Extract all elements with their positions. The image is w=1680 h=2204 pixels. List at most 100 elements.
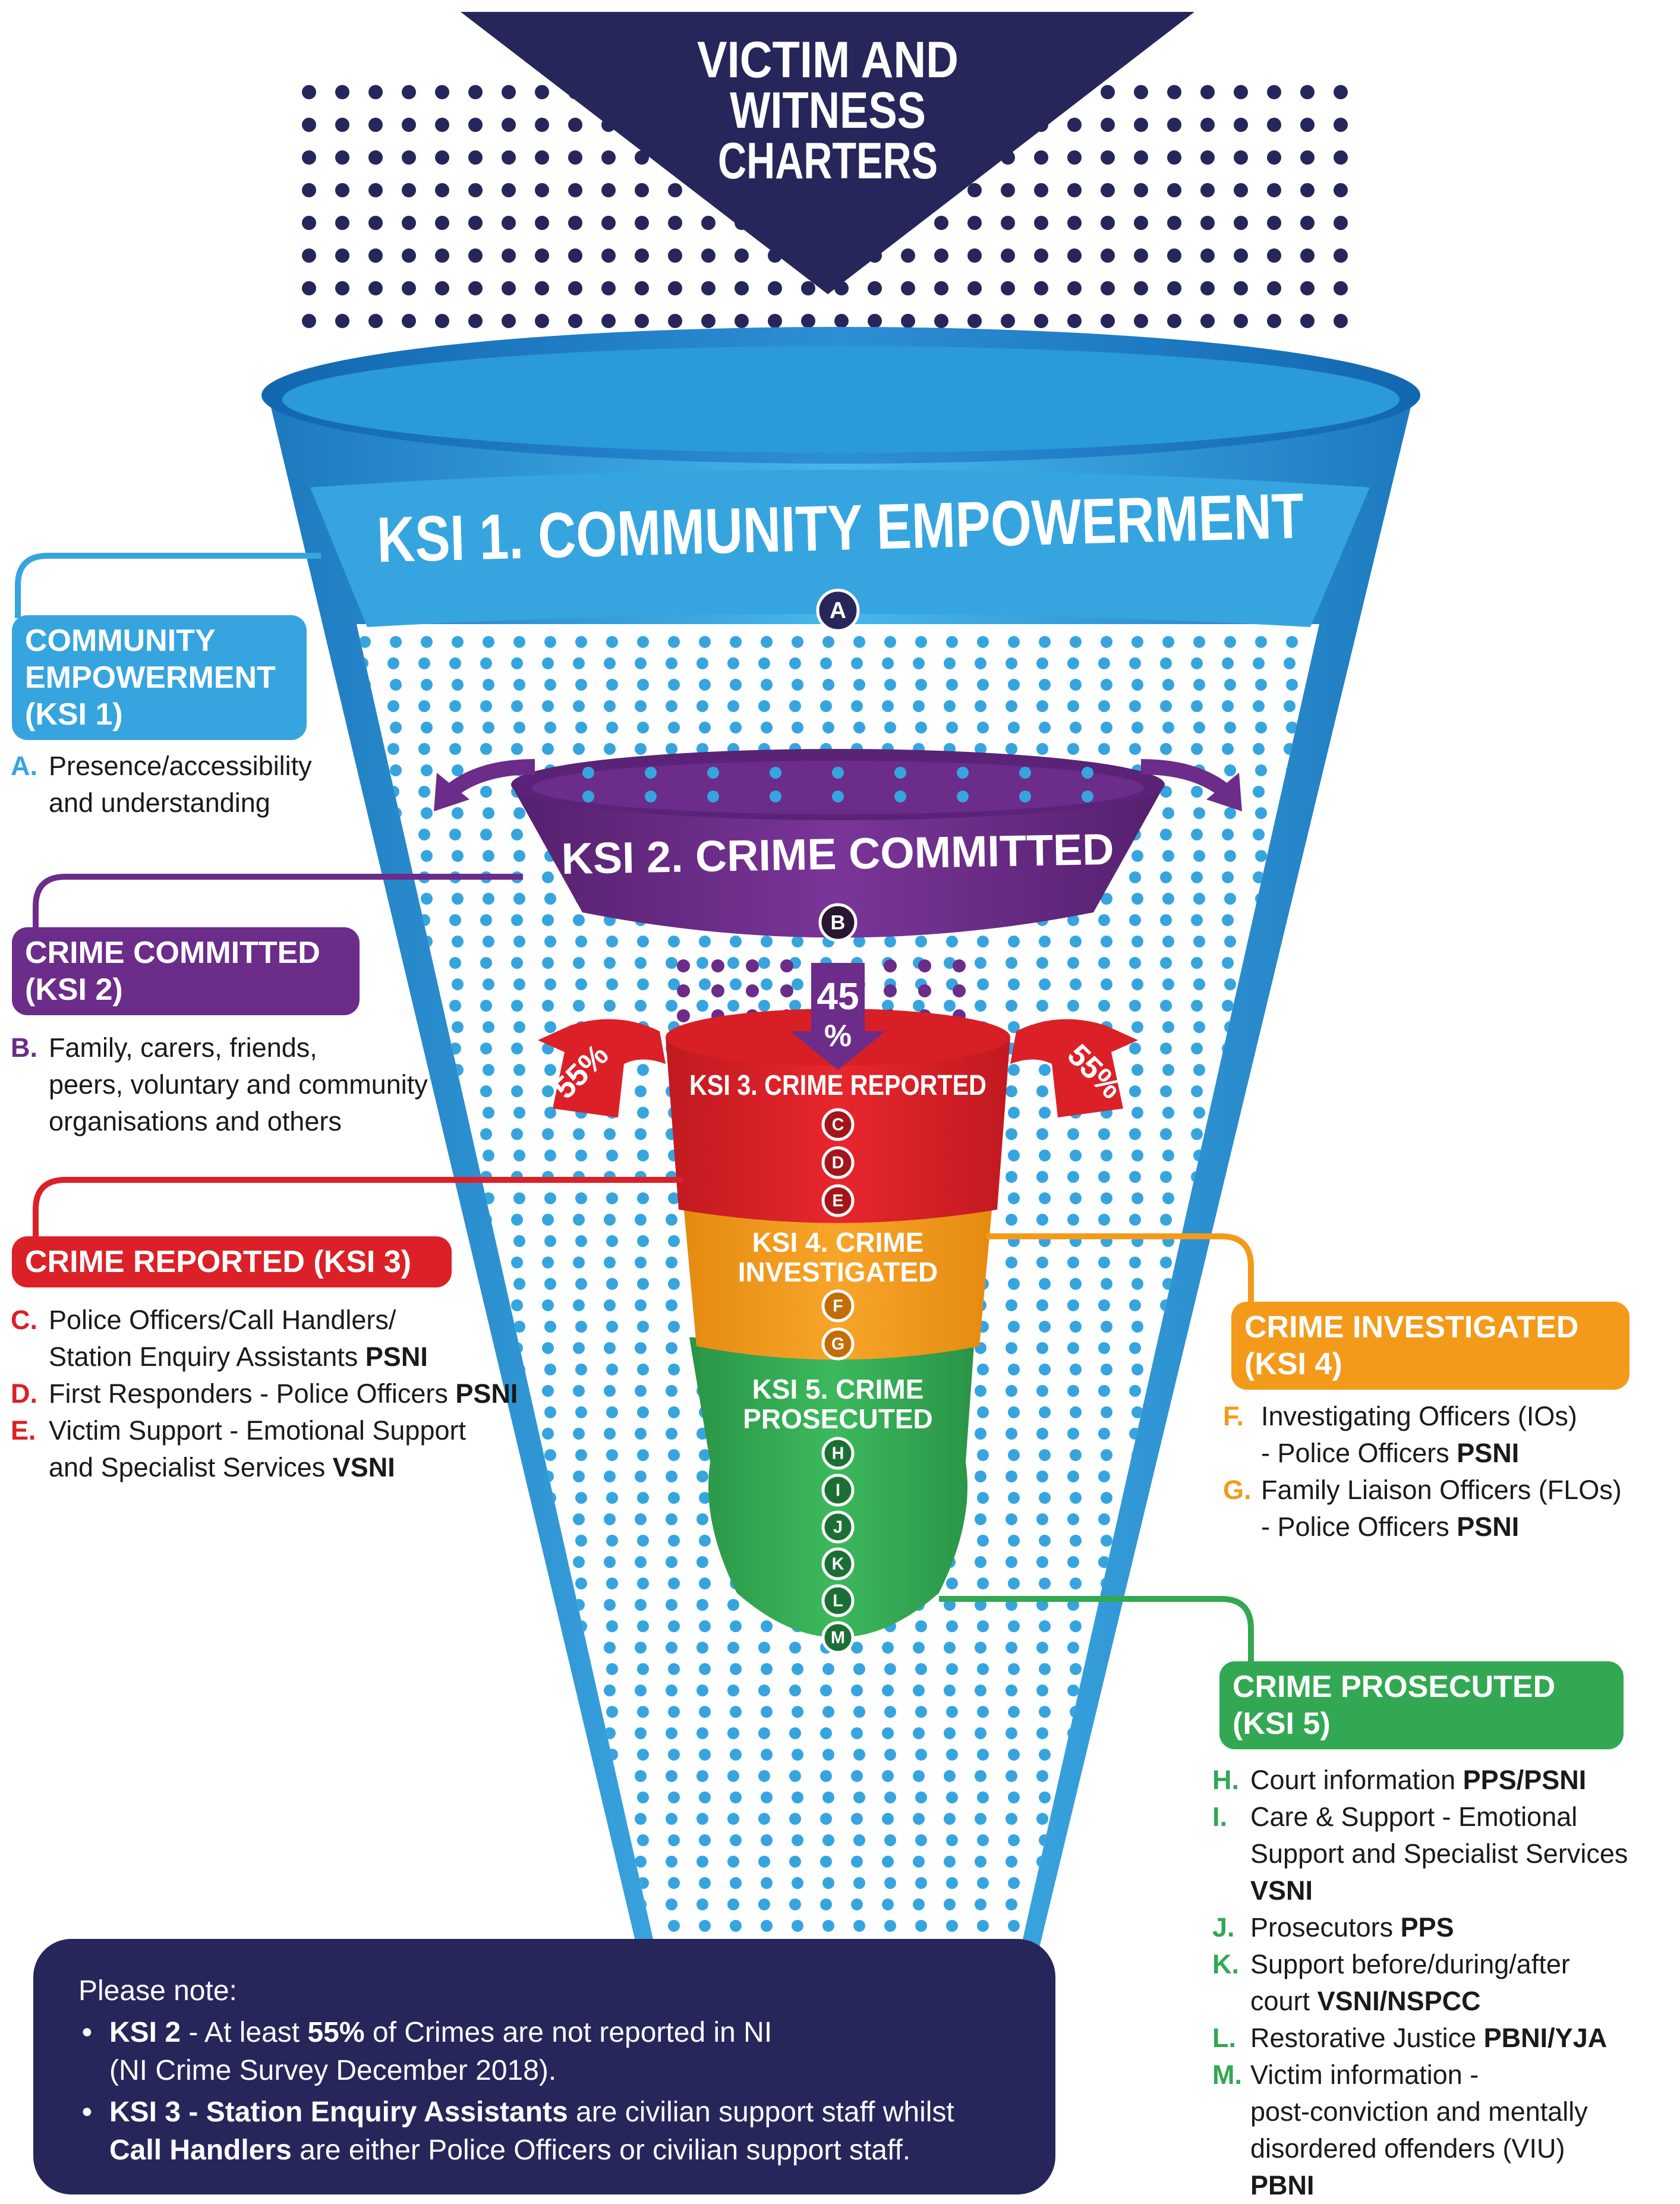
interior-dot [1193,1406,1205,1418]
interior-dot [421,850,433,862]
interior-dot [635,1727,647,1739]
navy-dot [1200,281,1215,295]
interior-dot [668,936,680,947]
interior-dot [1224,850,1236,862]
interior-dot [418,829,430,840]
interior-dot [668,1278,680,1290]
navy-dot [668,281,682,295]
interior-dot [511,1642,523,1654]
interior-dot [975,1385,986,1397]
interior-dot [513,679,525,691]
interior-dot [975,1556,986,1568]
interior-dot [915,1920,927,1932]
ksi1-heading-line: EMPOWERMENT [25,660,276,695]
interior-dot [513,1877,525,1889]
interior-dot [946,1791,958,1803]
navy-dot [1067,150,1082,165]
interior-dot [884,936,896,947]
interior-dot [544,1834,556,1846]
interior-dot [511,1727,523,1739]
interior-dot [452,1492,464,1504]
interior-dot [1070,722,1082,733]
interior-dot [1284,957,1296,969]
interior-dot [696,1898,708,1910]
navy-dot [1234,150,1248,165]
interior-dot [1286,1064,1298,1076]
interior-dot [1101,1706,1112,1718]
interior-dot [1008,1321,1020,1333]
interior-dot [1224,1620,1236,1632]
interior-dot [513,1492,525,1504]
interior-dot [1191,1085,1203,1097]
interior-dot [390,1492,402,1504]
mouth-dot [894,767,906,779]
interior-dot [483,936,494,947]
interior-dot [511,1770,523,1782]
interior-dot [1191,1685,1203,1696]
interior-dot [1286,1235,1298,1247]
interior-dot [1191,1128,1203,1140]
interior-dot [357,1599,368,1611]
badge-ksi1 [816,588,860,632]
interior-dot [604,743,616,755]
interior-dot [452,1877,464,1889]
navy-dot [502,118,516,132]
interior-dot [1131,679,1143,691]
interior-dot [1162,1021,1174,1033]
interior-dot [1191,2027,1203,2039]
interior-dot [480,786,492,798]
interior-dot [975,1856,986,1868]
interior-dot [421,1663,433,1675]
interior-dot [699,636,711,648]
interior-dot [606,1920,618,1932]
interior-dot [1039,1107,1051,1119]
interior-dot [1008,1706,1020,1718]
navy-dot [934,216,948,230]
interior-dot [1224,764,1236,776]
interior-dot [1160,1898,1172,1910]
interior-dot [666,1770,677,1782]
interior-dot [1286,978,1298,990]
interior-dot [666,1428,677,1440]
navy-dot [302,85,316,99]
interior-dot [418,1813,430,1825]
interior-dot [542,914,554,926]
interior-dot [1070,1834,1082,1846]
mouth-dot [645,767,657,779]
interior-dot [1284,1085,1296,1097]
interior-dot [1160,1128,1172,1140]
interior-dot [1193,1791,1205,1803]
interior-dot [1098,1128,1110,1140]
interior-dot [637,1834,649,1846]
interior-dot [820,657,832,669]
navy-dot [601,281,616,295]
interior-dot [1008,978,1020,990]
interior-dot [1286,1620,1298,1632]
interior-dot [604,1599,616,1611]
interior-dot [1098,2027,1110,2039]
interior-dot [1162,2005,1174,2017]
interior-dot [542,1257,554,1268]
interior-dot [1162,1791,1174,1803]
navy-dot [1334,216,1348,230]
interior-dot [513,1150,525,1161]
navy-dot [1200,216,1215,230]
interior-dot [357,1813,368,1825]
interior-dot [359,1920,371,1932]
interior-dot [606,1321,618,1333]
interior-dot [1036,1385,1048,1397]
interior-dot [1191,700,1203,712]
navy-dot [1001,281,1015,295]
ksi1-heading-line: (KSI 1) [25,697,123,732]
interior-dot [483,1749,494,1761]
interior-dot [1036,1428,1048,1440]
navy-dot [601,216,616,230]
interior-dot [1222,657,1234,669]
interior-dot [575,1492,587,1504]
interior-dot [668,1620,680,1632]
interior-dot [975,1428,986,1440]
navy-dot [668,314,682,328]
list-item: G. Family Liaison Officers (FLOs)- Polic… [1223,1472,1675,1545]
interior-dot [1284,1128,1296,1140]
